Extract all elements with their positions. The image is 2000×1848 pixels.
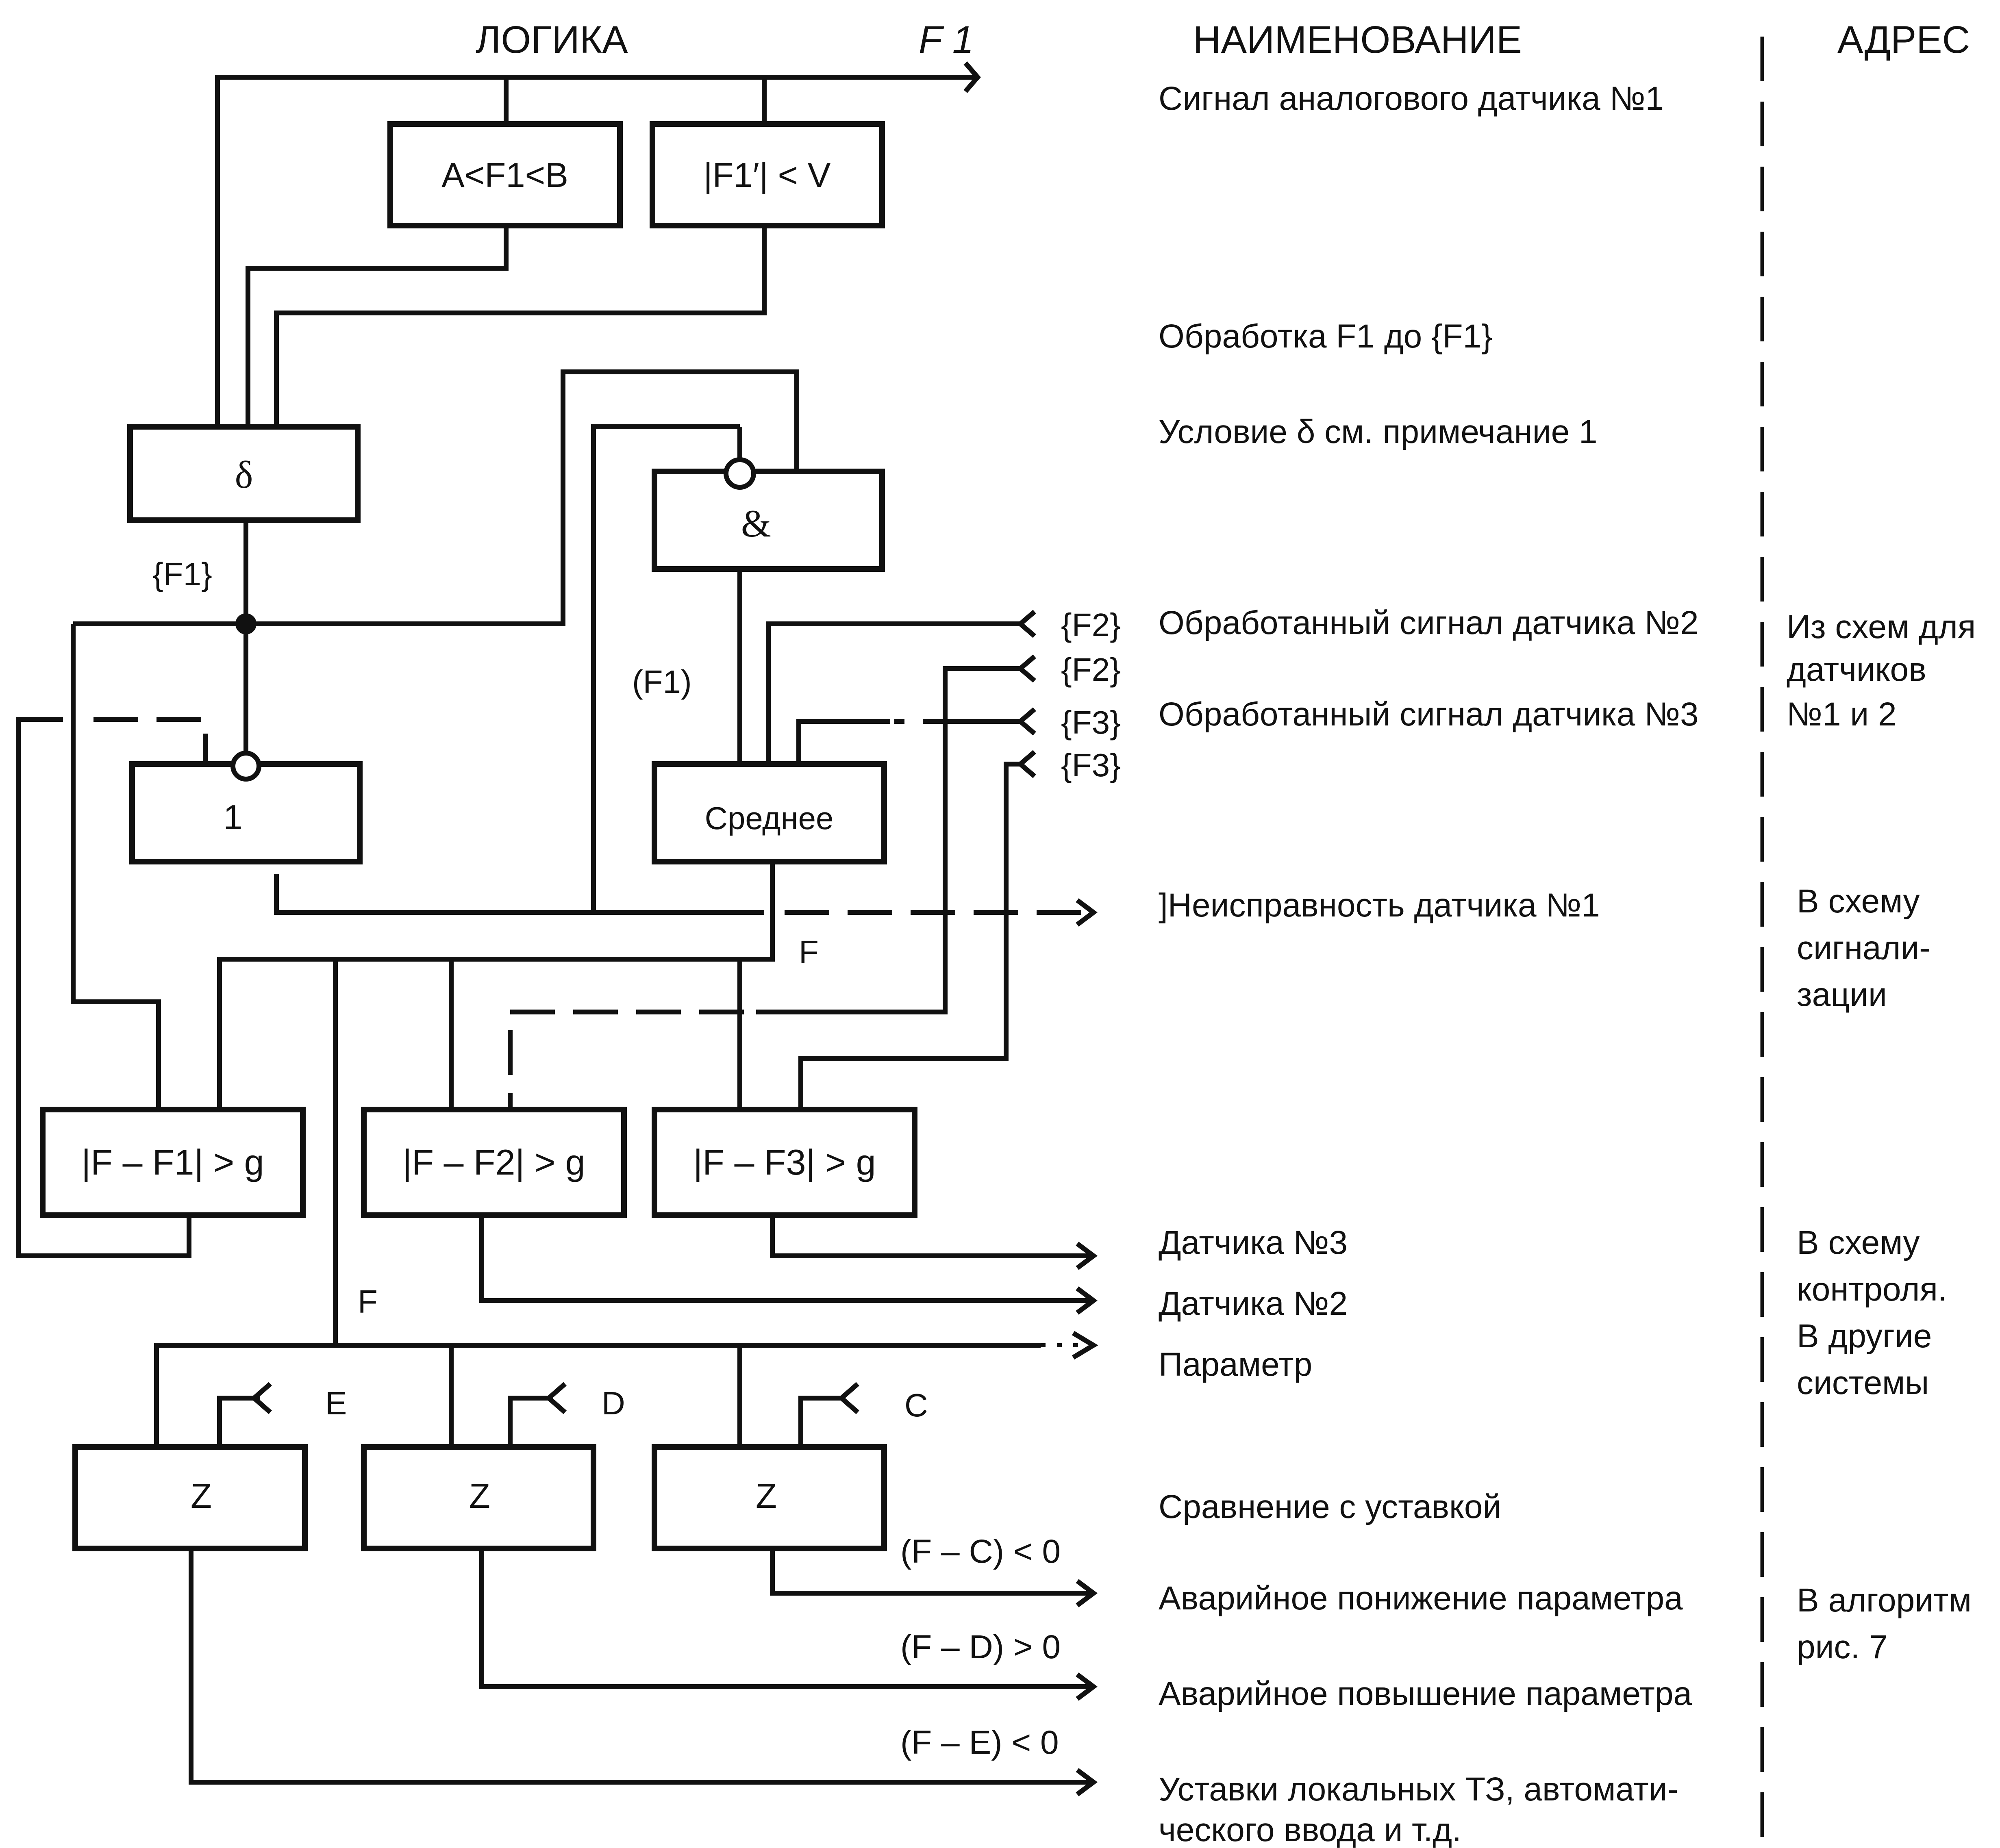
signal-f1-processed: {F1}	[152, 556, 212, 592]
block-z2-label: Z	[469, 1477, 490, 1516]
name-row: Обработанный сигнал датчика №2	[1159, 604, 1699, 641]
header-logic: ЛОГИКА	[476, 18, 628, 61]
block-dev1-label: |F – F1| > g	[81, 1142, 264, 1182]
block-range-label: A<F1<B	[441, 156, 568, 195]
block-delta: δ	[127, 424, 361, 523]
block-delta-label: δ	[235, 453, 253, 496]
name-row: ]Неисправность датчика №1	[1159, 887, 1600, 924]
name-row: Датчика №3	[1159, 1224, 1348, 1261]
input-f2b-label: {F2}	[1061, 651, 1121, 688]
block-z3: Z	[652, 1444, 887, 1551]
block-mean-label: Среднее	[705, 800, 834, 836]
block-dev3-label: |F – F3| > g	[693, 1142, 876, 1182]
block-z1-label: Z	[191, 1477, 212, 1516]
header-name: НАИМЕНОВАНИЕ	[1193, 18, 1522, 61]
address-line: В другие	[1797, 1318, 1932, 1355]
address-line: рис. 7	[1797, 1629, 1888, 1666]
address-line: зации	[1797, 976, 1887, 1013]
block-and: &	[652, 457, 885, 572]
address-line: контроля.	[1797, 1271, 1947, 1308]
name-row: Сигнал аналогового датчика №1	[1159, 80, 1664, 117]
block-dev2-label: |F – F2| > g	[402, 1142, 585, 1182]
block-rate-label: |F1′| < V	[704, 156, 831, 195]
input-f1-label: F 1	[919, 18, 974, 61]
input-f3b-label: {F3}	[1061, 747, 1121, 783]
block-or: 1	[129, 751, 363, 864]
input-f2a-label: {F2}	[1061, 607, 1121, 643]
wires	[16, 61, 1098, 1796]
name-row: Аварийное понижение параметра	[1159, 1580, 1683, 1617]
name-row: Датчика №2	[1159, 1285, 1348, 1322]
block-mean: Среднее	[652, 761, 887, 864]
setpoint-d-label: D	[602, 1385, 625, 1421]
address-line: сигнали-	[1797, 929, 1930, 966]
name-row: ческого ввода и т.д.	[1159, 1811, 1461, 1848]
block-dev1: |F – F1| > g	[40, 1107, 306, 1218]
signal-fc: (F – C) < 0	[900, 1533, 1061, 1570]
signal-f1-paren: (F1)	[632, 664, 692, 700]
signal-f-mid: F	[799, 934, 819, 970]
name-row: Сравнение с уставкой	[1159, 1488, 1501, 1525]
address-line: Из схем для	[1787, 608, 1976, 645]
name-row: Аварийное повышение параметра	[1159, 1675, 1692, 1712]
name-row: Уставки локальных ТЗ, автомати-	[1159, 1771, 1678, 1808]
address-column: Из схем для датчиков №1 и 2 В схему сигн…	[1787, 608, 1976, 1666]
block-z3-label: Z	[756, 1477, 777, 1516]
block-z2: Z	[361, 1444, 596, 1551]
address-line: системы	[1797, 1364, 1929, 1401]
name-row: Условие δ см. примечание 1	[1159, 413, 1598, 450]
address-line: В схему	[1797, 883, 1920, 920]
name-row: Параметр	[1159, 1346, 1312, 1383]
name-column: Сигнал аналогового датчика №1 Обработка …	[1159, 80, 1699, 1848]
address-line: В алгоритм	[1797, 1582, 1972, 1619]
name-row: Обработка F1 до {F1}	[1159, 318, 1493, 355]
address-line: В схему	[1797, 1224, 1920, 1261]
block-and-label: &	[741, 502, 771, 545]
block-dev3: |F – F3| > g	[652, 1107, 917, 1218]
signal-fe: (F – E) < 0	[900, 1724, 1059, 1761]
signal-fd: (F – D) > 0	[900, 1629, 1061, 1666]
block-range: A<F1<B	[387, 121, 623, 228]
block-dev2: |F – F2| > g	[361, 1107, 627, 1218]
setpoint-e-label: E	[325, 1385, 347, 1421]
block-rate: |F1′| < V	[650, 121, 885, 228]
address-line: №1 и 2	[1787, 696, 1897, 733]
setpoint-c-label: C	[904, 1387, 928, 1423]
address-line: датчиков	[1787, 651, 1926, 688]
header-address: АДРЕС	[1837, 18, 1970, 61]
block-or-label: 1	[223, 798, 242, 837]
input-f3a-label: {F3}	[1061, 704, 1121, 741]
block-z1: Z	[72, 1444, 308, 1551]
name-row: Обработанный сигнал датчика №3	[1159, 696, 1699, 733]
signal-f-low: F	[358, 1283, 378, 1320]
